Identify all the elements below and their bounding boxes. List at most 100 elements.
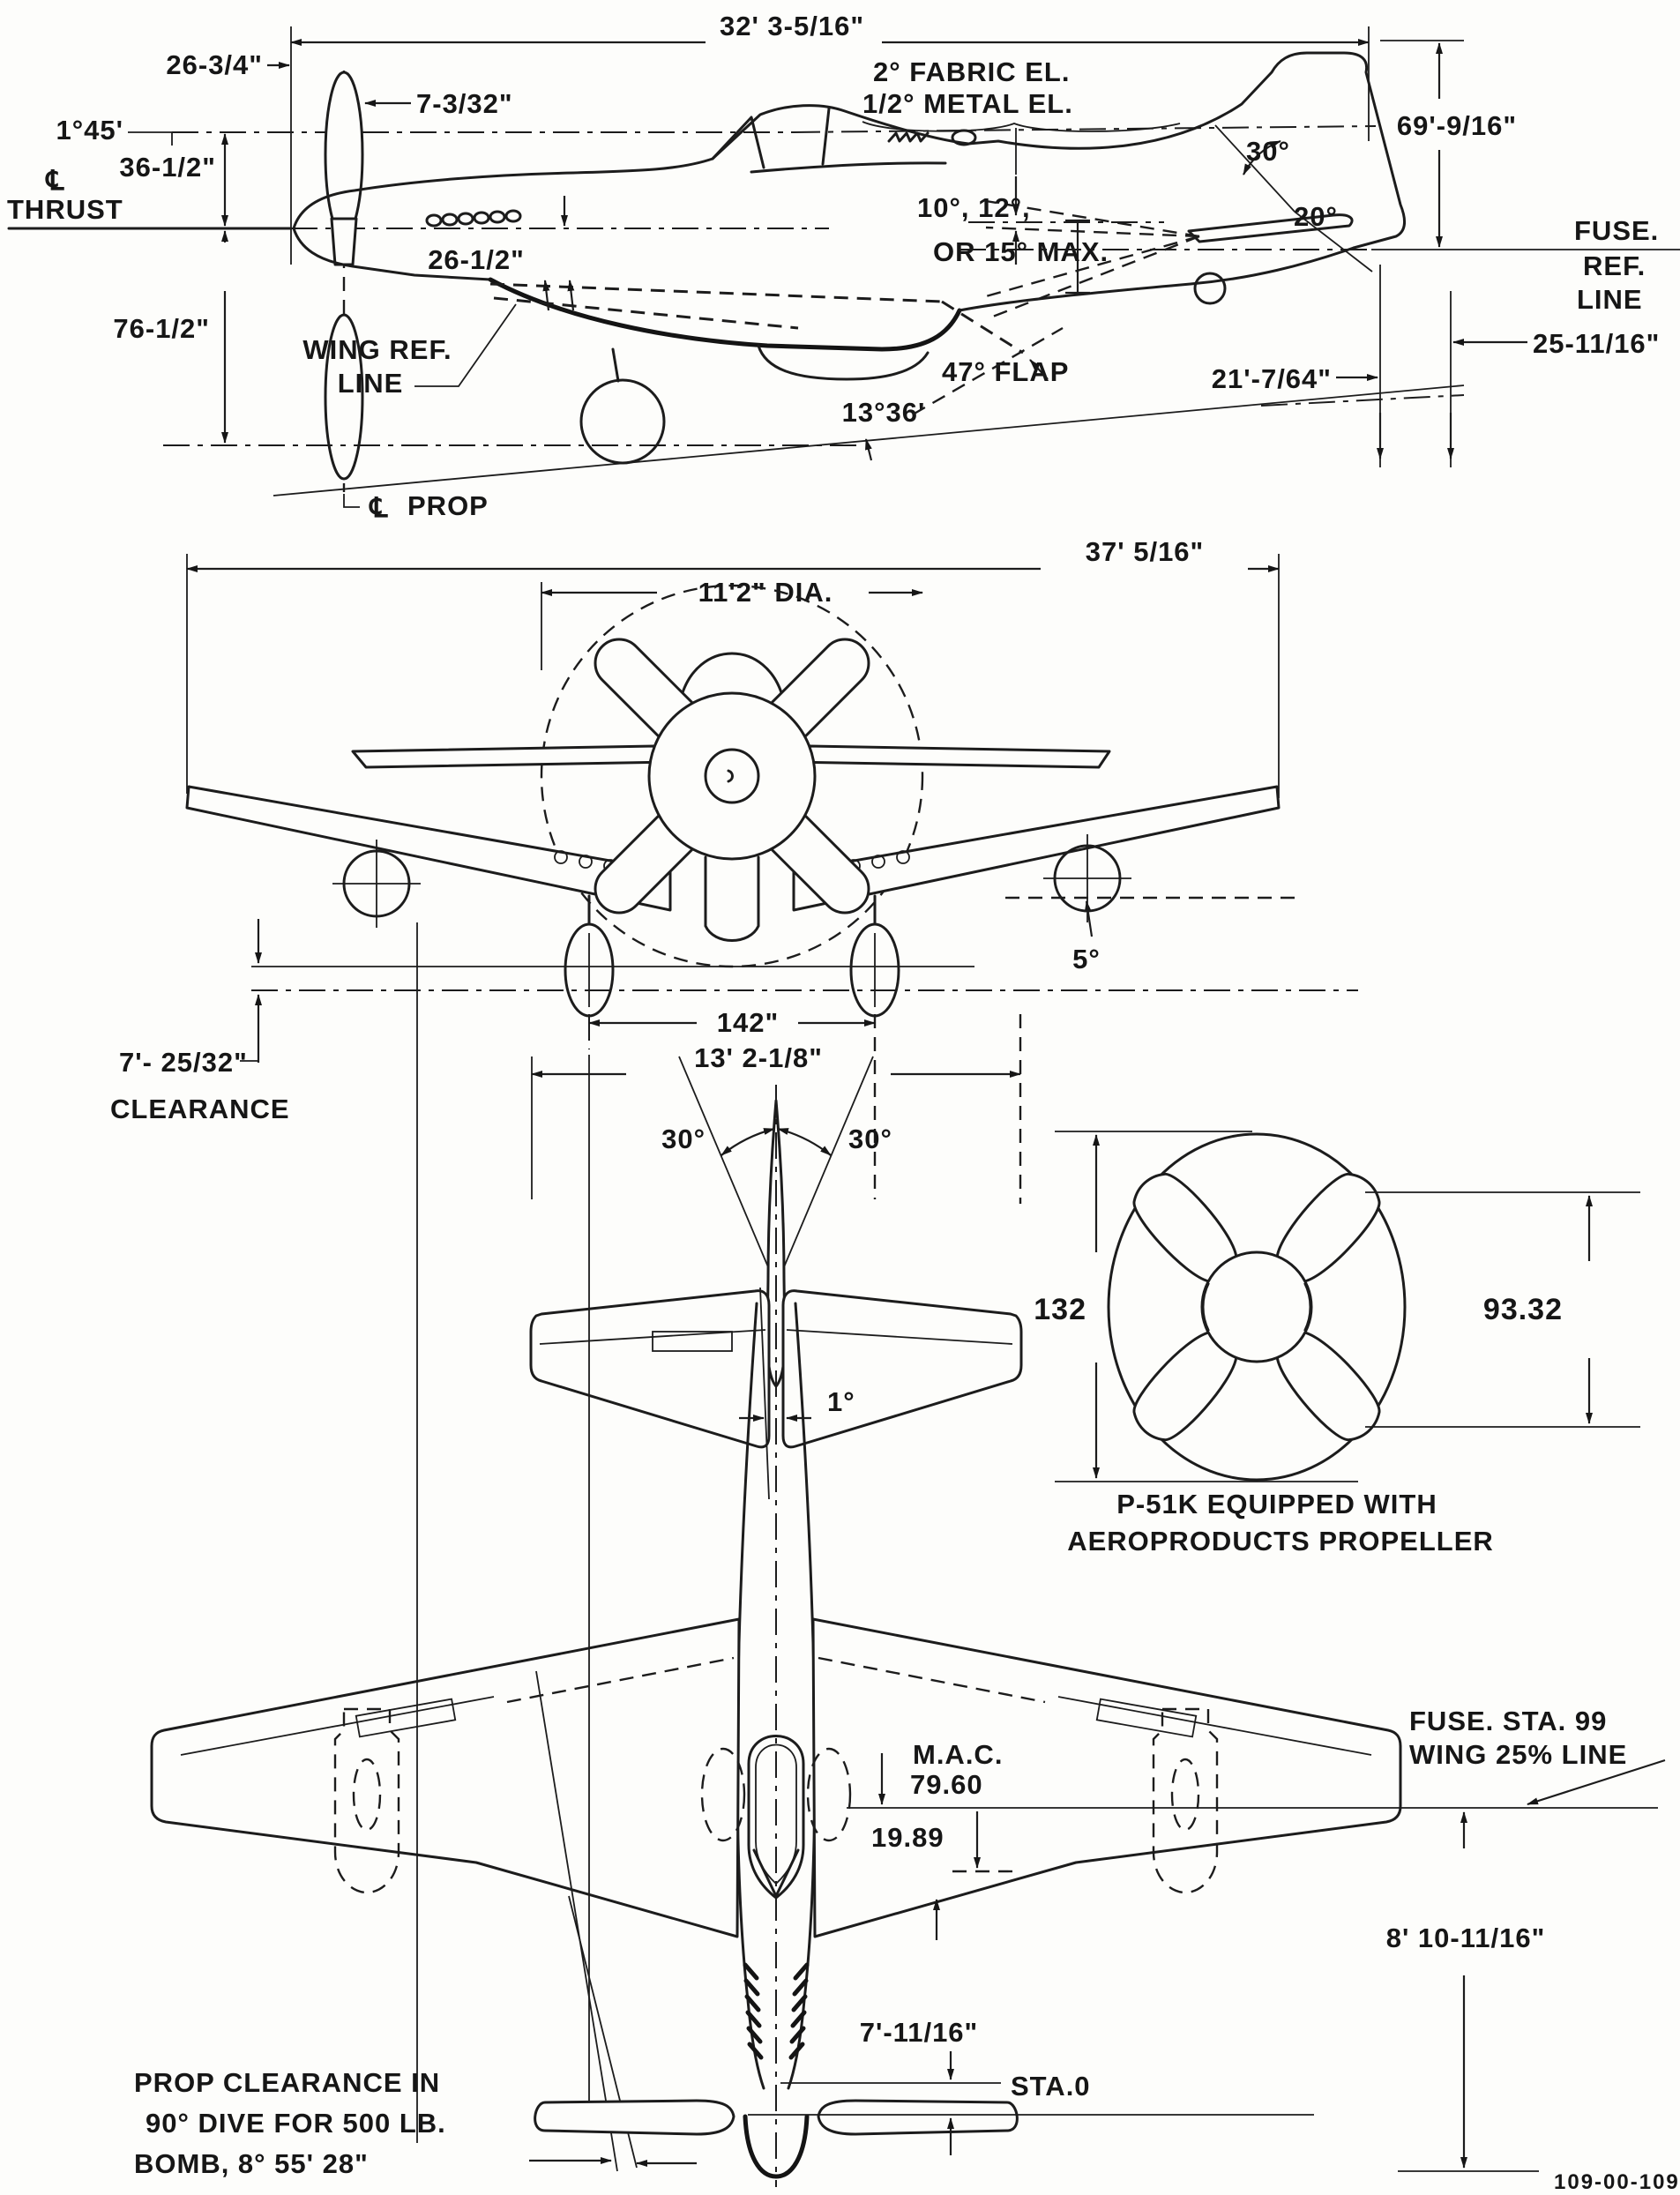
bomb-station-left	[332, 840, 421, 928]
exhaust-plan	[743, 1962, 810, 2060]
overall-length-label: 32' 3-5/16"	[720, 11, 864, 41]
clearance-value-label: 7'- 25/32"	[119, 1047, 248, 1078]
radiator-scoop	[757, 344, 930, 381]
elevator-throw	[985, 199, 1200, 321]
prop-caption-1: P-51K EQUIPPED WITH	[1116, 1489, 1437, 1519]
clearance-word-label: CLEARANCE	[110, 1094, 290, 1124]
stabilizer-plan-right	[781, 1289, 1023, 1449]
rudder-swing-left-label: 30°	[661, 1124, 706, 1154]
nose-bottom	[292, 227, 492, 281]
wing-root-drop-label: 26-1/2"	[428, 244, 525, 275]
flap-deflected	[941, 300, 1024, 355]
rudder-swing	[678, 1056, 874, 1287]
elevator-tab-left	[652, 1331, 733, 1352]
wheel-track-label: 142"	[717, 1007, 779, 1038]
rudder-swing-right-label: 30°	[848, 1124, 892, 1154]
windshield	[711, 116, 765, 169]
aft-belly	[958, 246, 1355, 312]
fuse-station-label: FUSE. STA. 99	[1409, 1706, 1607, 1736]
wing-front-right	[792, 785, 1281, 912]
aileron-hinge-right	[1057, 1696, 1372, 1756]
fuse-ref-label-2: REF.	[1583, 250, 1646, 281]
prop-clearance-note-2: 90° DIVE FOR 500 LB.	[146, 2108, 446, 2139]
bomb-station-right	[1043, 834, 1131, 922]
windshield-plan	[752, 1848, 800, 1898]
rudder-left-label: 30°	[1246, 136, 1290, 167]
flap-angle-label: 47° FLAP	[942, 356, 1069, 387]
sta0-prop-label: 7'-11/16"	[860, 2017, 979, 2048]
metal-elevator-label: 1/2° METAL EL.	[862, 88, 1073, 119]
prop-clearance-note-3: BOMB, 8° 55' 28"	[134, 2148, 369, 2179]
wing-ref-label-1: WING REF.	[302, 334, 452, 365]
blade-cuff	[330, 217, 358, 266]
sta0-label: STA.0	[1011, 2071, 1091, 2102]
plan-view: 13' 2-1/8" 30° 30° 1°	[134, 922, 1666, 2187]
mac-word-label: M.A.C.	[913, 1739, 1003, 1770]
exhaust-stacks	[425, 209, 522, 228]
gear-strut	[611, 347, 620, 383]
propeller-blade-upper	[324, 71, 364, 238]
wing-chord-line	[489, 282, 943, 303]
propeller-blade-lower	[324, 313, 364, 481]
prop-blade-plan-left	[534, 2099, 735, 2136]
wheel-bay-right	[806, 1747, 852, 1842]
propeller-detail: 132 93.32 P-51K EQUIPPED WITH AEROPRODUC…	[1034, 1131, 1640, 1557]
prop-detail-blades	[1132, 1172, 1381, 1442]
wingspan-label: 37' 5/16"	[1086, 536, 1205, 567]
mac-le-offset-label: 19.89	[871, 1822, 945, 1853]
canopy-plan	[747, 1735, 805, 1900]
prop-centerline-label: PROP	[407, 490, 489, 521]
wing-belly-outline	[488, 277, 962, 352]
thrust-angle-label: 1°45'	[56, 115, 124, 146]
prop-blade-plan-right	[817, 2099, 1019, 2136]
stabilizer-side	[1187, 213, 1354, 243]
hub-mark	[727, 769, 734, 783]
thrust-drop-label: 36-1/2"	[119, 152, 216, 183]
fuse-ref-label-1: FUSE.	[1574, 215, 1659, 246]
prop-diameter-label: 11'2" DIA.	[698, 577, 833, 608]
tail-dim-fwd-label: 21'-7/64"	[1212, 363, 1332, 394]
flap-hinge-right	[818, 1656, 1046, 1704]
stabilizer-front-right	[787, 744, 1111, 769]
thrust-centerline-symbol: ℄	[45, 165, 65, 196]
prop-centerline-symbol: ℄	[369, 492, 389, 523]
prop-detail-disc	[1107, 1132, 1407, 1482]
prop-blade-offset-label: 7-3/32"	[416, 88, 513, 119]
main-wheel-side	[579, 378, 666, 465]
static-ground-angle-label: 13°36'	[842, 397, 926, 428]
canopy-front	[679, 652, 785, 700]
spinner-plan	[743, 2114, 810, 2179]
aileron-tab-left	[355, 1698, 457, 1738]
wheel-bay-left	[700, 1747, 746, 1842]
bomb-plan-left	[333, 1707, 400, 1894]
side-view: 32' 3-5/16" 26-3/4" 7-3/32" 1°45' ℄ THRU…	[7, 11, 1680, 523]
thrust-centerline-label: THRUST	[7, 194, 123, 225]
tail-wheel	[1193, 272, 1227, 305]
flap-hinge-left	[506, 1656, 735, 1704]
aileron-tab-right	[1095, 1698, 1198, 1738]
main-wheel-left	[564, 894, 615, 1018]
tail-dim-aft-label: 25-11/16"	[1533, 328, 1660, 359]
prop-clearance-note-1: PROP CLEARANCE IN	[134, 2067, 440, 2098]
fin-offset-label: 1°	[827, 1386, 855, 1417]
rudder-right-label: 20°	[1294, 201, 1338, 232]
wing-25-label: WING 25% LINE	[1409, 1739, 1627, 1770]
prop-ground-label: 76-1/2"	[113, 313, 210, 344]
elevator-throw-label-2: OR 15° MAX.	[933, 236, 1109, 267]
radiator-front	[704, 855, 760, 942]
fabric-elevator-label: 2° FABRIC EL.	[873, 56, 1070, 87]
bomb-plan-right	[1152, 1707, 1219, 1894]
prop-caption-2: AEROPRODUCTS PROPELLER	[1067, 1526, 1494, 1557]
drawing-number: 109-00-109	[1554, 2170, 1680, 2194]
brace	[862, 121, 1181, 132]
blade-chord-span-label: 93.32	[1483, 1293, 1563, 1326]
aileron-hinge-left	[180, 1696, 495, 1756]
fuselage-top-outline	[292, 51, 1407, 250]
fin-height-label: 69'-9/16"	[1397, 110, 1517, 141]
spinner-dim-label: 26-3/4"	[166, 49, 263, 80]
stabilizer-front-left	[351, 744, 677, 769]
fuse-ref-label-3: LINE	[1577, 284, 1643, 315]
dihedral-label: 5°	[1072, 944, 1101, 974]
